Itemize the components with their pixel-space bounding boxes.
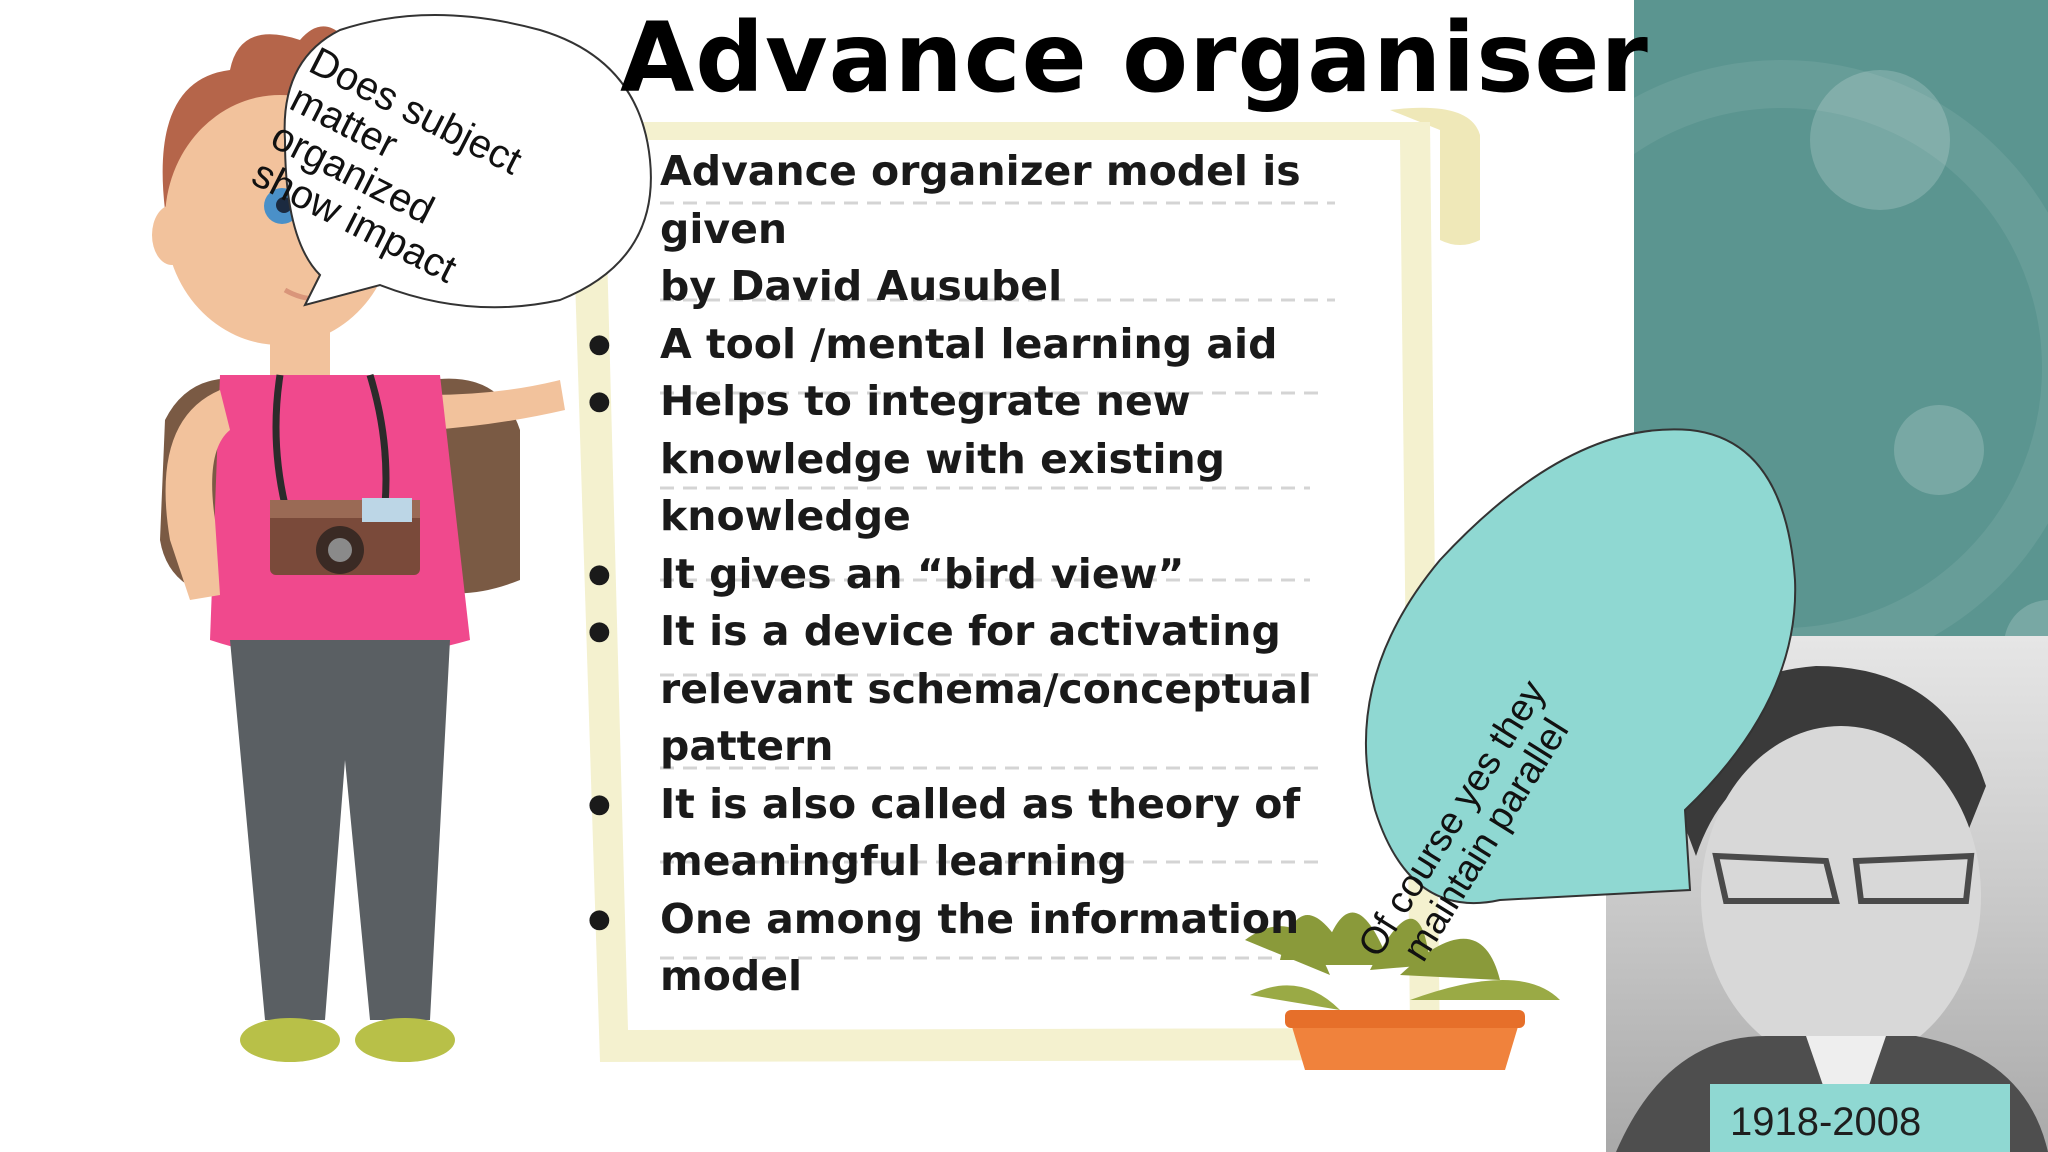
list-item: It is also called as theory of [580,776,1400,834]
list-item: pattern [660,722,834,770]
list-item: knowledge [660,492,911,540]
list-item: relevant schema/conceptual [660,664,1313,713]
list-item: It is a device for activating [580,603,1400,661]
content-list: Advance organizer model is given by Davi… [580,143,1400,1006]
dates-label-box [1710,1084,2010,1152]
dates-label: 1918-2008 [1730,1100,1922,1144]
list-item: One among the information [580,891,1400,949]
list-item: A tool /mental learning aid [580,316,1400,374]
list-item: by David Ausubel [660,262,1063,310]
list-item: knowledge with existing [660,434,1226,483]
list-item: Helps to integrate new [580,373,1400,431]
page-title: Advance organiser [620,2,1649,114]
list-item: It gives an “bird view” [580,546,1400,604]
list-item: model [660,952,803,1000]
list-item: Advance organizer model is given [660,147,1301,253]
list-item: meaningful learning [660,837,1127,885]
